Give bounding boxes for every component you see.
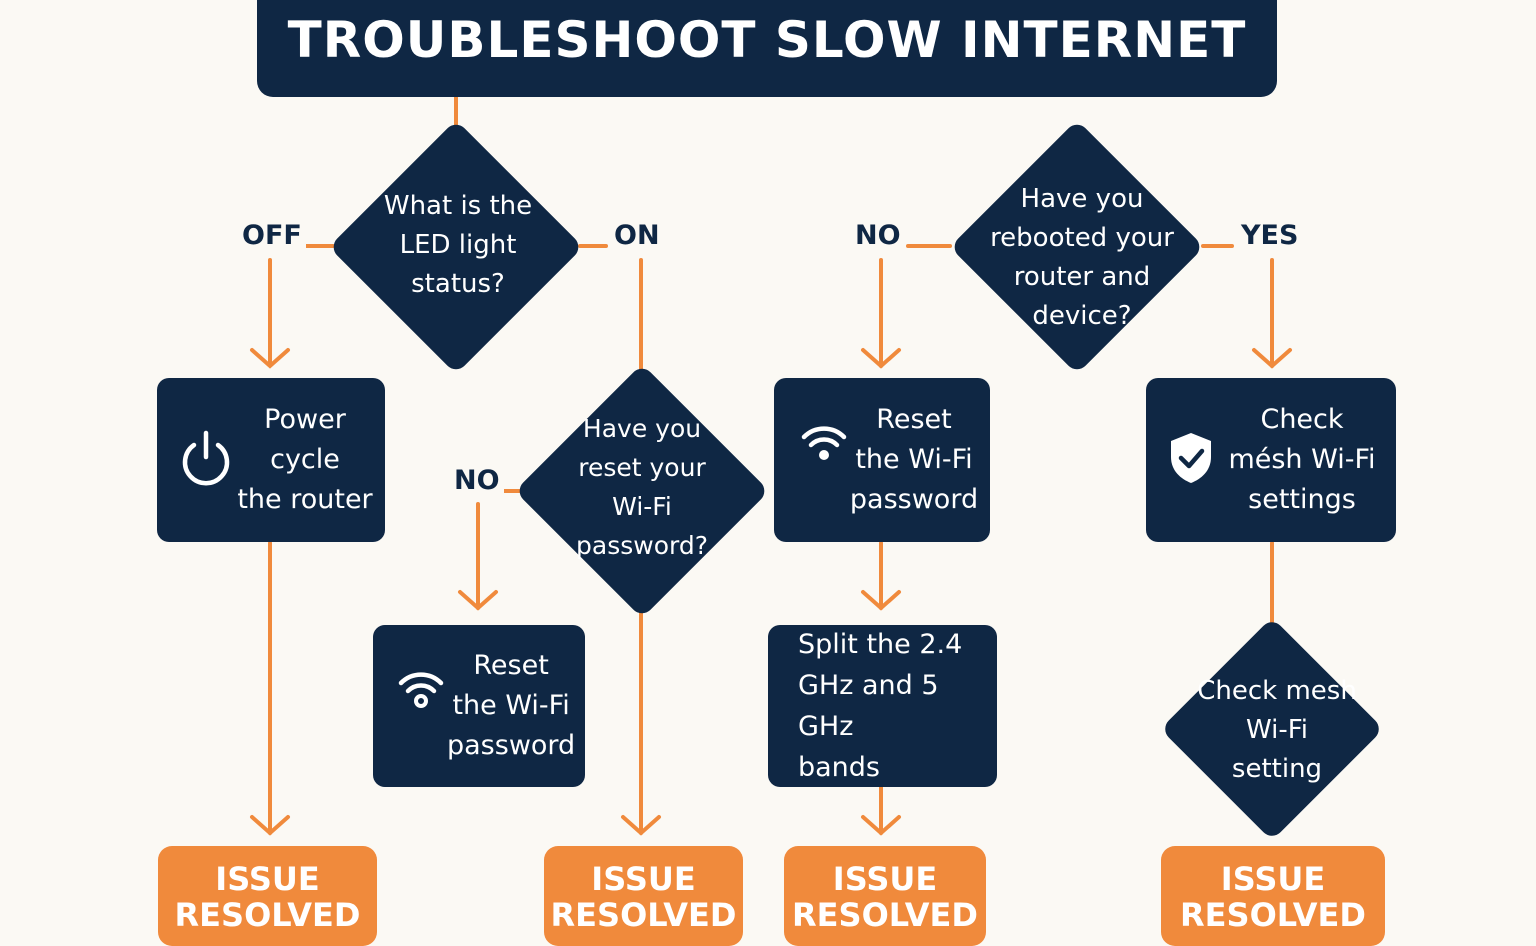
page-title: TROUBLESHOOT SLOW INTERNET xyxy=(287,11,1247,69)
check-mesh-box: Check mésh Wi-Fi settings xyxy=(1146,378,1396,542)
mesh-question: Check mesh Wi-Fi setting xyxy=(1197,675,1357,784)
resolved-line1: ISSUE xyxy=(1220,860,1326,898)
resolved-line2: RESOLVED xyxy=(550,896,737,934)
resolved-box-4: ISSUE RESOLVED xyxy=(1161,846,1385,946)
resolved-line1: ISSUE xyxy=(591,860,696,898)
no-label-reboot: NO xyxy=(851,220,905,251)
wifi-password-question: Have you reset your Wi-Fi password? xyxy=(576,414,708,560)
resolved-line1: ISSUE xyxy=(215,860,320,898)
led-status-question: What is the LED light status? xyxy=(383,190,533,299)
reset-wifi-label-middle: Reset the Wi-Fi password xyxy=(447,650,576,761)
reset-wifi-box-right: Reset the Wi-Fi password xyxy=(774,378,990,542)
resolved-line1: ISSUE xyxy=(832,860,938,898)
title-banner: TROUBLESHOOT SLOW INTERNET xyxy=(257,0,1277,97)
shield-check-icon xyxy=(1168,431,1218,489)
power-cycle-box: Power cycle the router xyxy=(157,378,385,542)
off-label: OFF xyxy=(238,220,306,251)
reset-wifi-box-middle: Reset the Wi-Fi password xyxy=(373,625,585,787)
connector-lines xyxy=(250,95,1292,836)
resolved-box-1: ISSUE RESOLVED xyxy=(158,846,377,946)
resolved-line2: RESOLVED xyxy=(174,896,361,934)
wifi-icon xyxy=(800,421,848,469)
rebooted-question: Have you rebooted your router and device… xyxy=(990,184,1174,331)
split-bands-label: Split the 2.4 GHz and 5 GHz bands xyxy=(798,629,963,783)
reset-wifi-label-right: Reset the Wi-Fi password xyxy=(849,404,979,515)
power-cycle-label: Power cycle the router xyxy=(237,404,373,515)
resolved-box-2: ISSUE RESOLVED xyxy=(544,846,743,946)
yes-label: YES xyxy=(1237,220,1303,251)
resolved-box-3: ISSUE RESOLVED xyxy=(784,846,986,946)
wifi-icon xyxy=(397,667,447,715)
no-label-wifi: NO xyxy=(450,465,504,496)
resolved-line2: RESOLVED xyxy=(1180,896,1366,934)
resolved-line2: RESOLVED xyxy=(792,896,978,934)
check-mesh-label: Check mésh Wi-Fi settings xyxy=(1228,404,1376,515)
on-label: ON xyxy=(610,220,664,251)
split-bands-box: Split the 2.4 GHz and 5 GHz bands xyxy=(768,625,997,787)
power-icon xyxy=(179,427,235,493)
